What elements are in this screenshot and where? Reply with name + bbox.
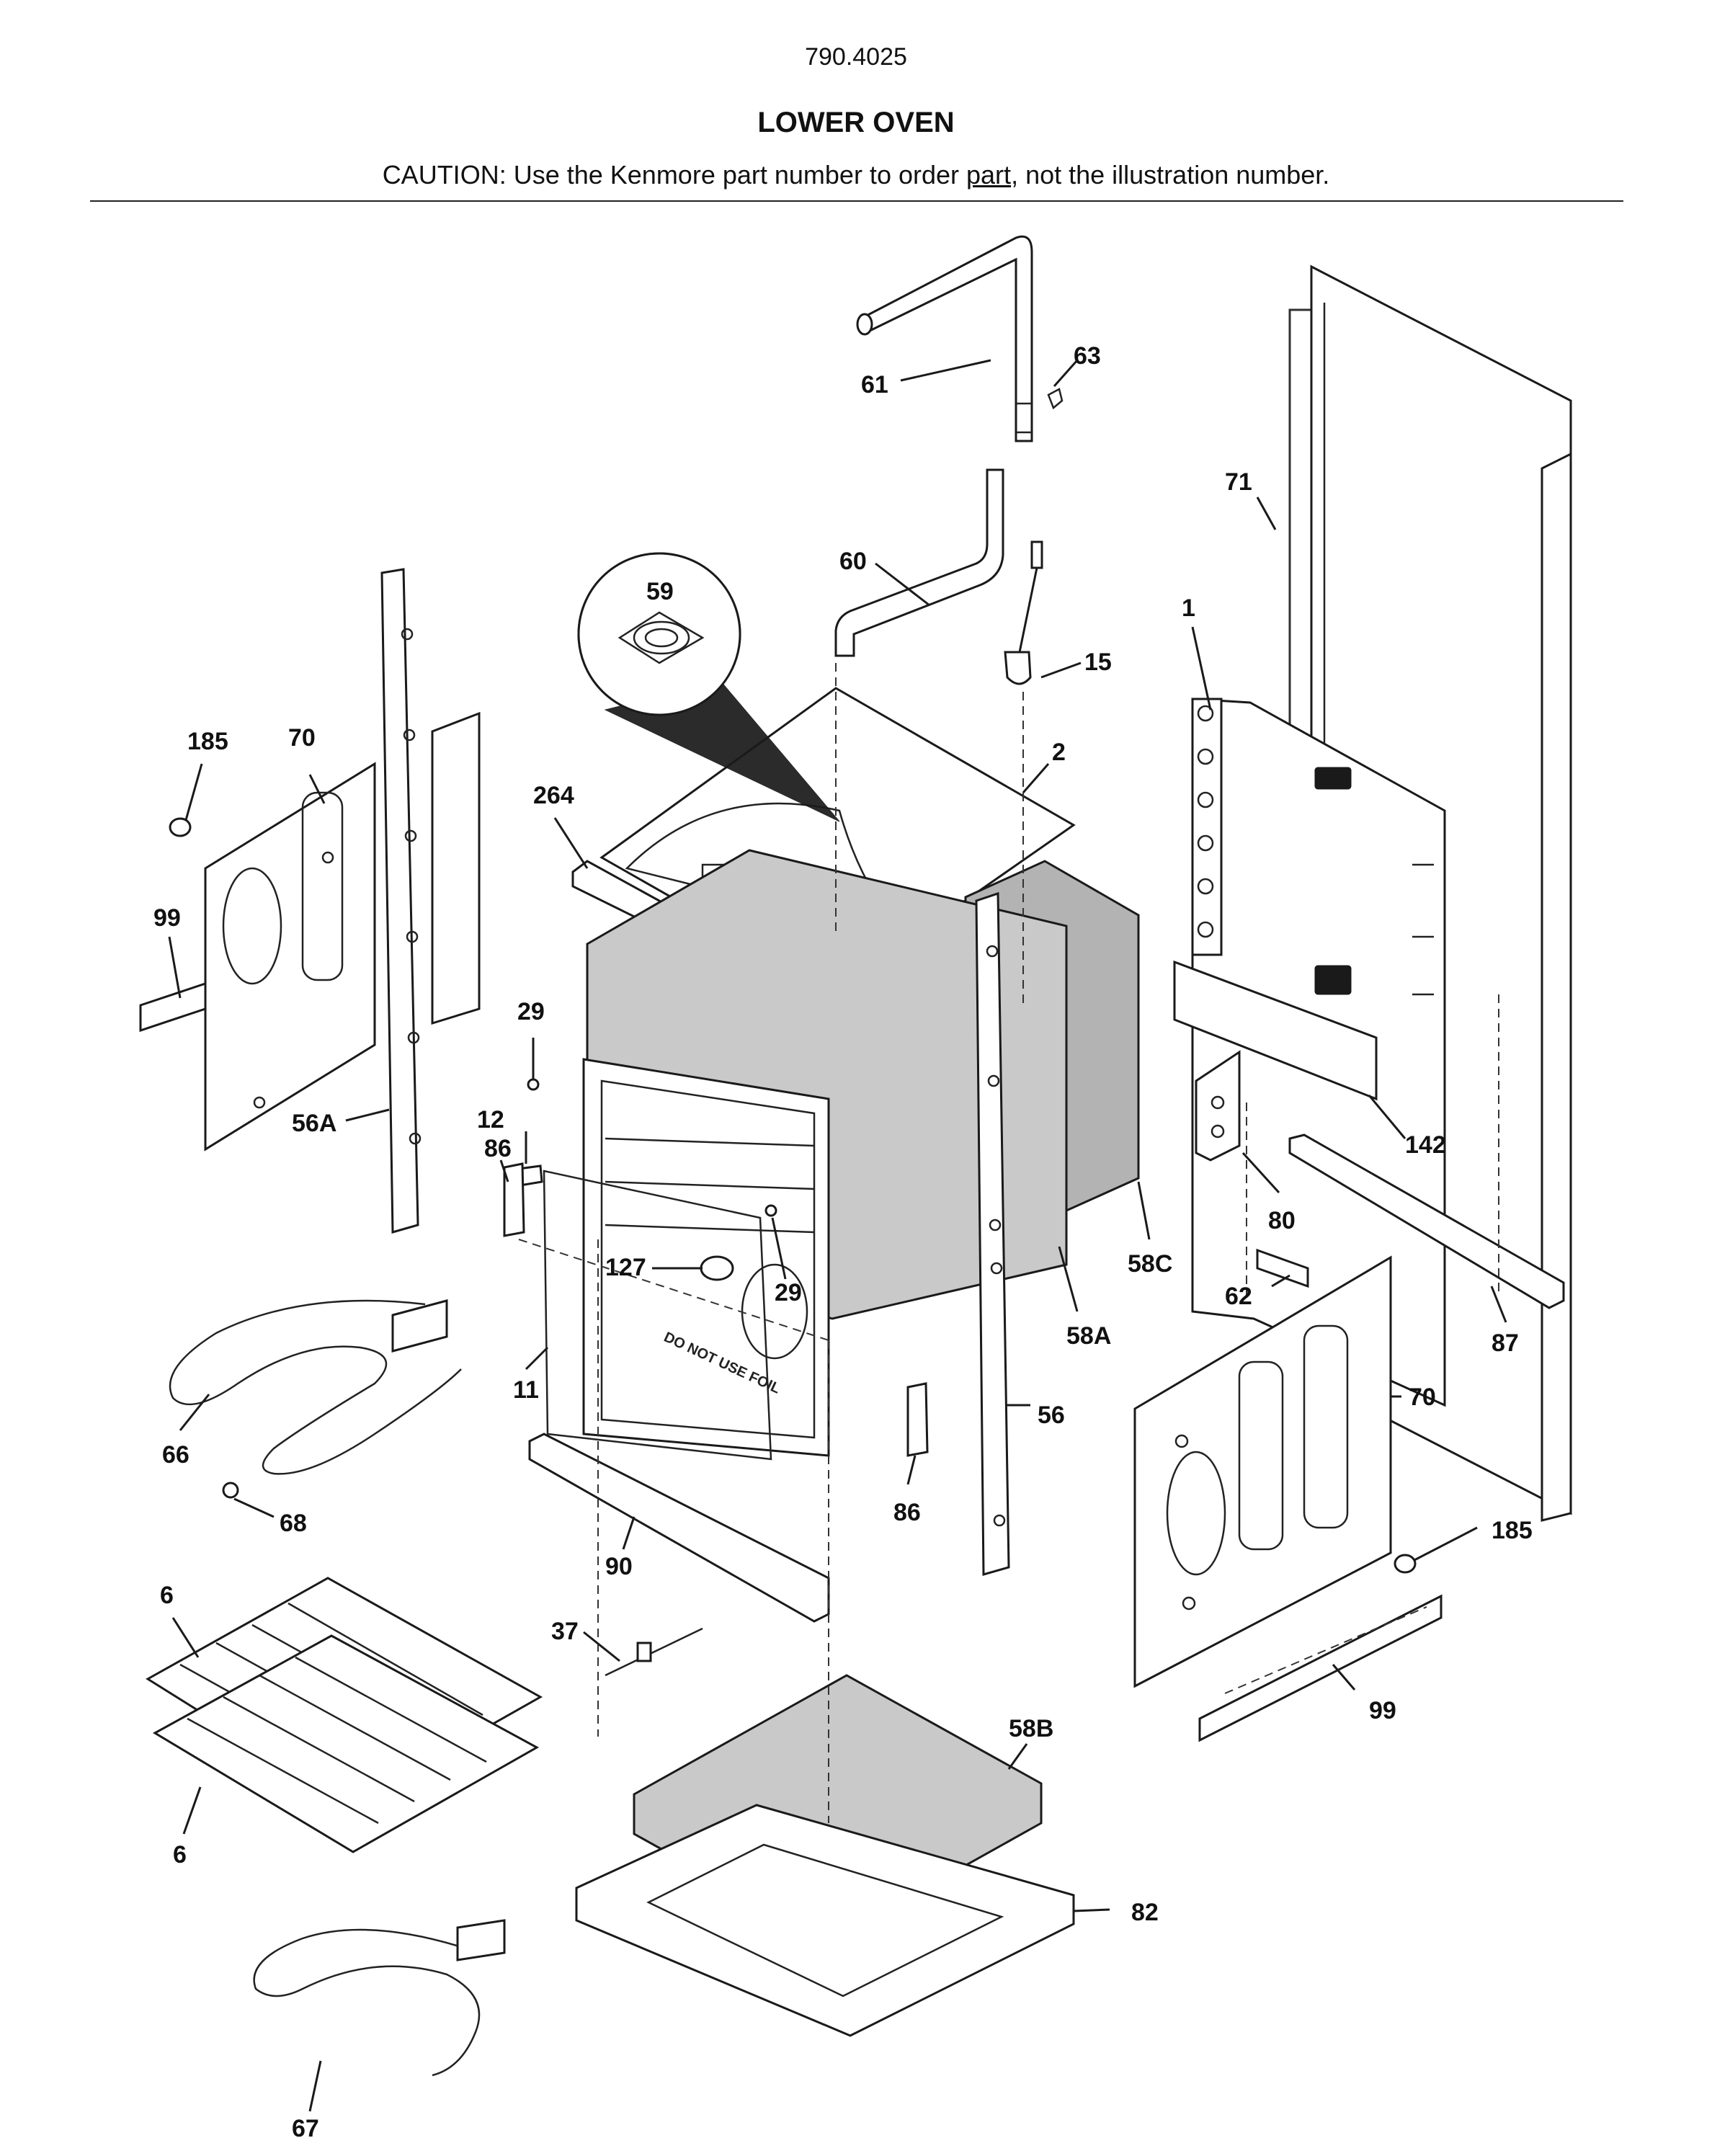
callout-37: 37	[551, 1618, 579, 1645]
callout-29-inner: 29	[775, 1279, 802, 1306]
callout-59: 59	[646, 578, 674, 605]
callout-67: 67	[292, 2115, 319, 2142]
part-63-clip[interactable]	[1047, 388, 1064, 410]
callout-60: 60	[839, 548, 867, 575]
callout-12: 12	[477, 1106, 504, 1133]
callout-6-top: 6	[160, 1582, 174, 1609]
part-56A-left-rail[interactable]	[380, 568, 481, 1234]
callout-70-left: 70	[288, 724, 316, 752]
callout-15: 15	[1084, 649, 1112, 676]
caution-part-link[interactable]: part	[966, 160, 1012, 190]
part-6-oven-rack-bottom[interactable]	[152, 1634, 540, 1853]
callout-56: 56	[1038, 1402, 1065, 1429]
part-56-front-rail[interactable]	[975, 891, 1010, 1576]
callout-70-right: 70	[1409, 1384, 1436, 1411]
caution-text-end: , not the illustration number.	[1011, 160, 1330, 190]
part-59-burner-detail[interactable]	[577, 552, 840, 822]
leader-lines	[168, 359, 1507, 2112]
callout-11: 11	[513, 1376, 539, 1404]
assembly-lines	[518, 663, 1499, 1823]
callout-82: 82	[1131, 1899, 1159, 1926]
callout-63: 63	[1074, 342, 1101, 370]
part-86-left-hinge[interactable]	[503, 1162, 525, 1237]
part-66-bake-element[interactable]	[169, 1299, 462, 1475]
part-62-terminal-block[interactable]	[1256, 1248, 1309, 1288]
callout-87: 87	[1492, 1329, 1519, 1357]
callout-127: 127	[605, 1254, 646, 1281]
page-title: LOWER OVEN	[757, 107, 955, 138]
part-61-vent-tube[interactable]	[856, 235, 1033, 442]
callout-61: 61	[861, 371, 888, 398]
callout-6-bottom: 6	[173, 1841, 187, 1868]
callout-99-right: 99	[1369, 1697, 1396, 1724]
callout-99-left: 99	[153, 904, 181, 932]
callout-185-left: 185	[187, 728, 228, 755]
part-70-left-side-shield[interactable]	[204, 762, 376, 1152]
part-90-front-trim[interactable]	[528, 1433, 830, 1623]
part-127-burner[interactable]	[700, 1255, 734, 1281]
model-code: 790.4025	[805, 43, 907, 71]
part-37-probe[interactable]	[605, 1627, 703, 1677]
part-70-right-side-shield[interactable]	[1133, 1255, 1392, 1688]
callout-62: 62	[1225, 1283, 1252, 1310]
callout-1: 1	[1182, 594, 1195, 622]
callout-68: 68	[280, 1510, 307, 1537]
callout-58A: 58A	[1066, 1322, 1111, 1350]
part-99-right-trim[interactable]	[1198, 1594, 1443, 1742]
caution-text: CAUTION: Use the Kenmore part number to …	[382, 160, 967, 190]
part-80-hinge-bracket[interactable]	[1195, 1050, 1241, 1162]
part-99-left-trim[interactable]	[139, 981, 207, 1033]
caution-note: CAUTION: Use the Kenmore part number to …	[0, 160, 1712, 190]
part-67-broil-element[interactable]	[253, 1919, 506, 2077]
callout-185-right: 185	[1492, 1517, 1533, 1544]
part-86-right-hinge[interactable]	[906, 1382, 929, 1457]
callout-56A: 56A	[292, 1110, 336, 1137]
part-68-clip[interactable]	[222, 1482, 239, 1499]
part-29-screw-top[interactable]	[527, 1078, 540, 1091]
part-87-bottom-rail[interactable]	[1288, 1133, 1565, 1309]
oven-cavity: DO NOT USE FOIL	[582, 1058, 830, 1457]
callout-264: 264	[533, 782, 574, 809]
header-rule	[90, 200, 1623, 202]
callout-2: 2	[1052, 739, 1066, 766]
part-29-screw-inner[interactable]	[764, 1204, 777, 1217]
part-82-oven-bottom[interactable]	[575, 1804, 1075, 2037]
callout-80: 80	[1268, 1207, 1296, 1234]
part-60-vent-elbow[interactable]	[834, 468, 1004, 657]
callout-66: 66	[162, 1441, 190, 1469]
callout-29-top: 29	[517, 998, 545, 1025]
part-185-right-grommet[interactable]	[1394, 1554, 1417, 1574]
part-185-left-grommet[interactable]	[169, 817, 192, 837]
callout-58C: 58C	[1128, 1250, 1172, 1278]
callout-142: 142	[1405, 1131, 1446, 1159]
callout-86-left: 86	[484, 1135, 512, 1162]
callout-86-right: 86	[893, 1499, 921, 1526]
callout-58B: 58B	[1009, 1715, 1053, 1742]
part-11-door-gasket[interactable]	[543, 1170, 772, 1461]
callout-90: 90	[605, 1553, 633, 1580]
part-142-bracket[interactable]	[1173, 960, 1378, 1101]
part-15-sensor[interactable]	[1004, 540, 1043, 685]
callout-71: 71	[1225, 468, 1252, 496]
